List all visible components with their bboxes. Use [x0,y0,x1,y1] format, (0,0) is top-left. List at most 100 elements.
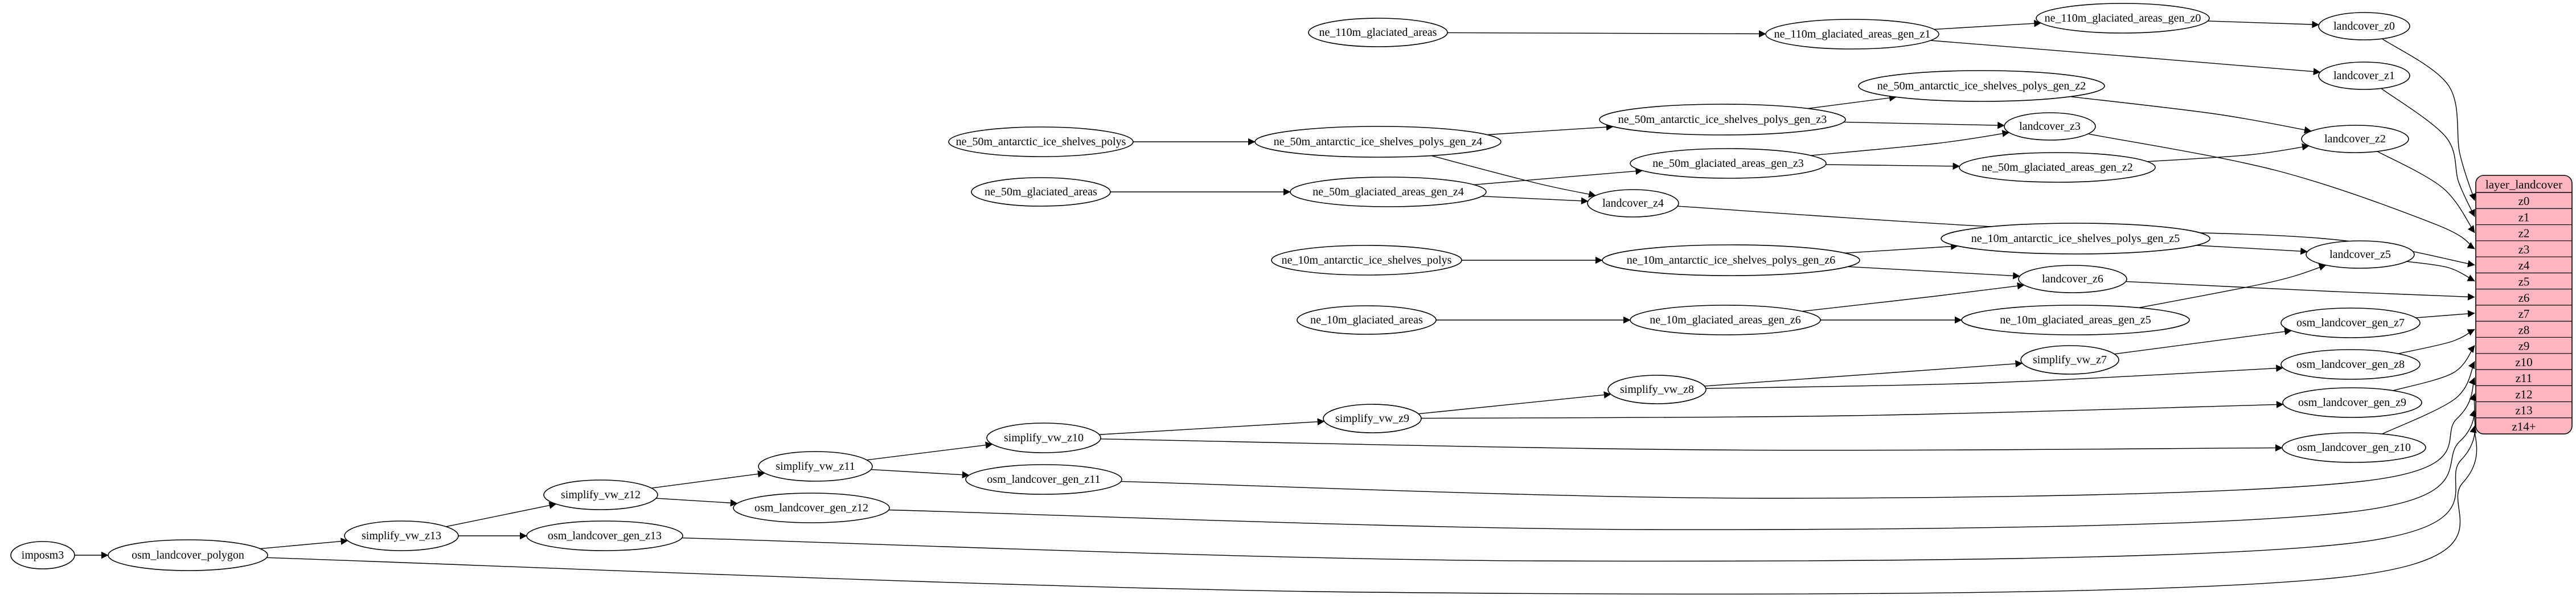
ne_110m_glaciated_areas_gen_z0-label: ne_110m_glaciated_areas_gen_z0 [2045,12,2201,24]
graph-node-ne_50m_antarctic_ice_shelves_polys_gen_z3: ne_50m_antarctic_ice_shelves_polys_gen_z… [1599,104,1846,136]
edge-simplify_vw_z11-to-osm_landcover_gen_z11 [871,469,970,479]
layer-row-z3: z3 [2518,243,2530,256]
graph-node-ne_110m_glaciated_areas_gen_z1: ne_110m_glaciated_areas_gen_z1 [1765,19,1939,50]
simplify_vw_z8-ellipse [1607,375,1707,404]
landcover_z2-ellipse [2301,125,2409,153]
ne_10m_glaciated_areas-label: ne_10m_glaciated_areas [1310,314,1423,326]
edge-ne_50m_glaciated_areas_gen_z2-to-landcover_z2 [2147,143,2310,162]
ne_110m_glaciated_areas_gen_z0-ellipse [2036,3,2210,34]
ne_110m_glaciated_areas-label: ne_110m_glaciated_areas [1319,26,1437,39]
layer-row-z12-label: z12 [2515,387,2532,401]
layer-row-z11: z11 [2516,371,2533,385]
graph-node-ne_10m_glaciated_areas_gen_z5: ne_10m_glaciated_areas_gen_z5 [1961,305,2190,335]
graph-node-ne_50m_glaciated_areas_gen_z4: ne_50m_glaciated_areas_gen_z4 [1290,177,1487,207]
graph-node-landcover_z6: landcover_z6 [2018,265,2127,293]
ne_50m_antarctic_ice_shelves_polys_gen_z2-ellipse [1858,70,2105,102]
layer-row-z14+: z14+ [2512,420,2536,433]
ne_50m_glaciated_areas_gen_z4-label: ne_50m_glaciated_areas_gen_z4 [1312,186,1463,198]
edge-simplify_vw_z7-to-osm_landcover_gen_z7 [2114,327,2292,355]
imposm3-ellipse [10,541,75,569]
graph-node-ne_50m_glaciated_areas_gen_z2: ne_50m_glaciated_areas_gen_z2 [1959,152,2156,183]
layer-row-z12: z12 [2515,387,2532,401]
graph-node-landcover_z1: landcover_z1 [2318,61,2410,90]
edge-ne_50m_glaciated_areas_gen_z4-to-ne_50m_glaciated_areas_gen_z3 [1474,167,1643,186]
edge-simplify_vw_z12-to-simplify_vw_z11 [651,470,765,489]
graph-node-simplify_vw_z12: simplify_vw_z12 [543,479,658,510]
ne_50m_antarctic_ice_shelves_polys_gen_z2-label: ne_50m_antarctic_ice_shelves_polys_gen_z… [1877,80,2086,92]
graph-node-ne_50m_glaciated_areas: ne_50m_glaciated_areas [971,177,1111,207]
edge-simplify_vw_z8-to-simplify_vw_z7 [1704,360,2023,387]
edge-ne_50m_antarctic_ice_shelves_polys_gen_z2-to-landcover_z2 [2070,96,2312,134]
layer-row-z5-label: z5 [2518,274,2530,288]
ne_10m_glaciated_areas-ellipse [1297,305,1437,335]
ne_50m_glaciated_areas-label: ne_50m_glaciated_areas [985,186,1097,198]
edge-ne_110m_glaciated_areas_gen_z0-to-landcover_z0 [2208,20,2320,28]
graph-node-imposm3: imposm3 [10,541,75,569]
ne_50m_glaciated_areas_gen_z3-label: ne_50m_glaciated_areas_gen_z3 [1652,157,1803,170]
layer-row-z2: z2 [2518,227,2530,240]
edge-ne_110m_glaciated_areas_gen_z1-to-ne_110m_glaciated_areas_gen_z0 [1934,19,2041,30]
edge-ne_50m_glaciated_areas_gen_z3-to-ne_50m_glaciated_areas_gen_z2 [1826,162,1960,170]
edge-simplify_vw_z12-to-osm_landcover_gen_z12 [656,498,738,507]
edge-osm_landcover_gen_z10-to-layer_landcover-z10 [2382,361,2475,434]
simplify_vw_z7-ellipse [2020,345,2119,375]
graph-node-simplify_vw_z11: simplify_vw_z11 [758,451,873,482]
simplify_vw_z13-label: simplify_vw_z13 [362,530,441,542]
layer-row-z3-label: z3 [2518,243,2530,256]
ne_110m_glaciated_areas_gen_z1-label: ne_110m_glaciated_areas_gen_z1 [1774,28,1931,40]
edge-ne_50m_antarctic_ice_shelves_polys_gen_z4-to-ne_50m_antarctic_ice_shelves_polys_gen_z3 [1487,123,1614,136]
ne_110m_glaciated_areas_gen_z1-ellipse [1765,19,1939,50]
edge-osm_landcover_gen_z12-to-layer_landcover-z12 [888,393,2476,530]
layer-row-z1-label: z1 [2518,210,2530,224]
graph-node-landcover_z2: landcover_z2 [2301,125,2409,153]
graph-node-osm_landcover_gen_z9: osm_landcover_gen_z9 [2282,387,2422,418]
edge-ne_10m_glaciated_areas_gen_z6-to-landcover_z6 [1802,282,2025,312]
landcover_z6-ellipse [2018,265,2127,293]
osm_landcover_gen_z12-ellipse [733,493,890,523]
simplify_vw_z9-label: simplify_vw_z9 [1335,412,1409,425]
ne_50m_glaciated_areas_gen_z2-label: ne_50m_glaciated_areas_gen_z2 [1982,161,2132,174]
ne_10m_glaciated_areas_gen_z5-ellipse [1961,305,2190,335]
ne_50m_glaciated_areas_gen_z2-ellipse [1959,152,2156,183]
edge-simplify_vw_z8-to-osm_landcover_gen_z8 [1705,364,2283,389]
graph-node-simplify_vw_z10: simplify_vw_z10 [986,423,1101,453]
edge-ne_10m_antarctic_ice_shelves_polys_gen_z5-to-landcover_z5 [2196,245,2308,255]
osm_landcover_gen_z12-label: osm_landcover_gen_z12 [754,502,868,514]
simplify_vw_z8-label: simplify_vw_z8 [1620,383,1694,396]
graph-node-landcover_z5: landcover_z5 [2306,240,2415,269]
layer-row-z4: z4 [2518,259,2530,272]
landcover_z1-ellipse [2318,61,2410,90]
graph-node-osm_landcover_gen_z13: osm_landcover_gen_z13 [526,520,683,551]
edge-osm_landcover_polygon-to-simplify_vw_z13 [260,538,348,550]
landcover_z1-label: landcover_z1 [2333,69,2395,82]
ne_50m_antarctic_ice_shelves_polys-ellipse [948,126,1134,157]
ne_10m_antarctic_ice_shelves_polys-ellipse [1271,245,1462,276]
simplify_vw_z10-label: simplify_vw_z10 [1004,432,1084,444]
graph-node-osm_landcover_gen_z12: osm_landcover_gen_z12 [733,493,890,523]
edge-osm_landcover_polygon-to-layer_landcover-z14+ [266,425,2477,594]
graph-node-ne_110m_glaciated_areas: ne_110m_glaciated_areas [1308,18,1448,47]
ne_10m_glaciated_areas_gen_z6-ellipse [1630,305,1821,335]
layer-row-z2-label: z2 [2518,227,2530,240]
graph-node-ne_10m_antarctic_ice_shelves_polys_gen_z5: ne_10m_antarctic_ice_shelves_polys_gen_z… [1941,223,2210,255]
edge-ne_10m_antarctic_ice_shelves_polys_gen_z6-to-ne_10m_antarctic_ice_shelves_polys_gen_z5 [1844,243,1958,254]
ne_10m_antarctic_ice_shelves_polys_gen_z6-ellipse [1602,244,1860,276]
ne_10m_antarctic_ice_shelves_polys_gen_z6-label: ne_10m_antarctic_ice_shelves_polys_gen_z… [1627,254,1836,266]
graph-node-simplify_vw_z13: simplify_vw_z13 [344,520,459,551]
ne_50m_antarctic_ice_shelves_polys_gen_z3-label: ne_50m_antarctic_ice_shelves_polys_gen_z… [1618,113,1827,126]
ne_50m_antarctic_ice_shelves_polys_gen_z3-ellipse [1599,104,1846,136]
graph-node-ne_10m_antarctic_ice_shelves_polys: ne_10m_antarctic_ice_shelves_polys [1271,245,1462,276]
layer-row-z7-label: z7 [2518,307,2530,321]
simplify_vw_z7-label: simplify_vw_z7 [2033,354,2107,366]
ne_50m_glaciated_areas_gen_z3-ellipse [1630,148,1827,179]
edge-ne_50m_glaciated_areas_gen_z3-to-landcover_z3 [1811,130,2010,156]
landcover_z4-ellipse [1587,189,1679,218]
osm_landcover_gen_z9-ellipse [2282,387,2422,418]
layer-row-z6-label: z6 [2518,291,2530,305]
ne_50m_antarctic_ice_shelves_polys_gen_z4-ellipse [1254,126,1502,158]
edge-ne_10m_glaciated_areas_gen_z5-to-landcover_z5 [2139,264,2327,309]
osm_landcover_gen_z10-label: osm_landcover_gen_z10 [2297,441,2411,454]
edge-ne_50m_glaciated_areas_gen_z4-to-landcover_z4 [1482,195,1589,205]
edge-simplify_vw_z11-to-simplify_vw_z10 [867,441,993,461]
